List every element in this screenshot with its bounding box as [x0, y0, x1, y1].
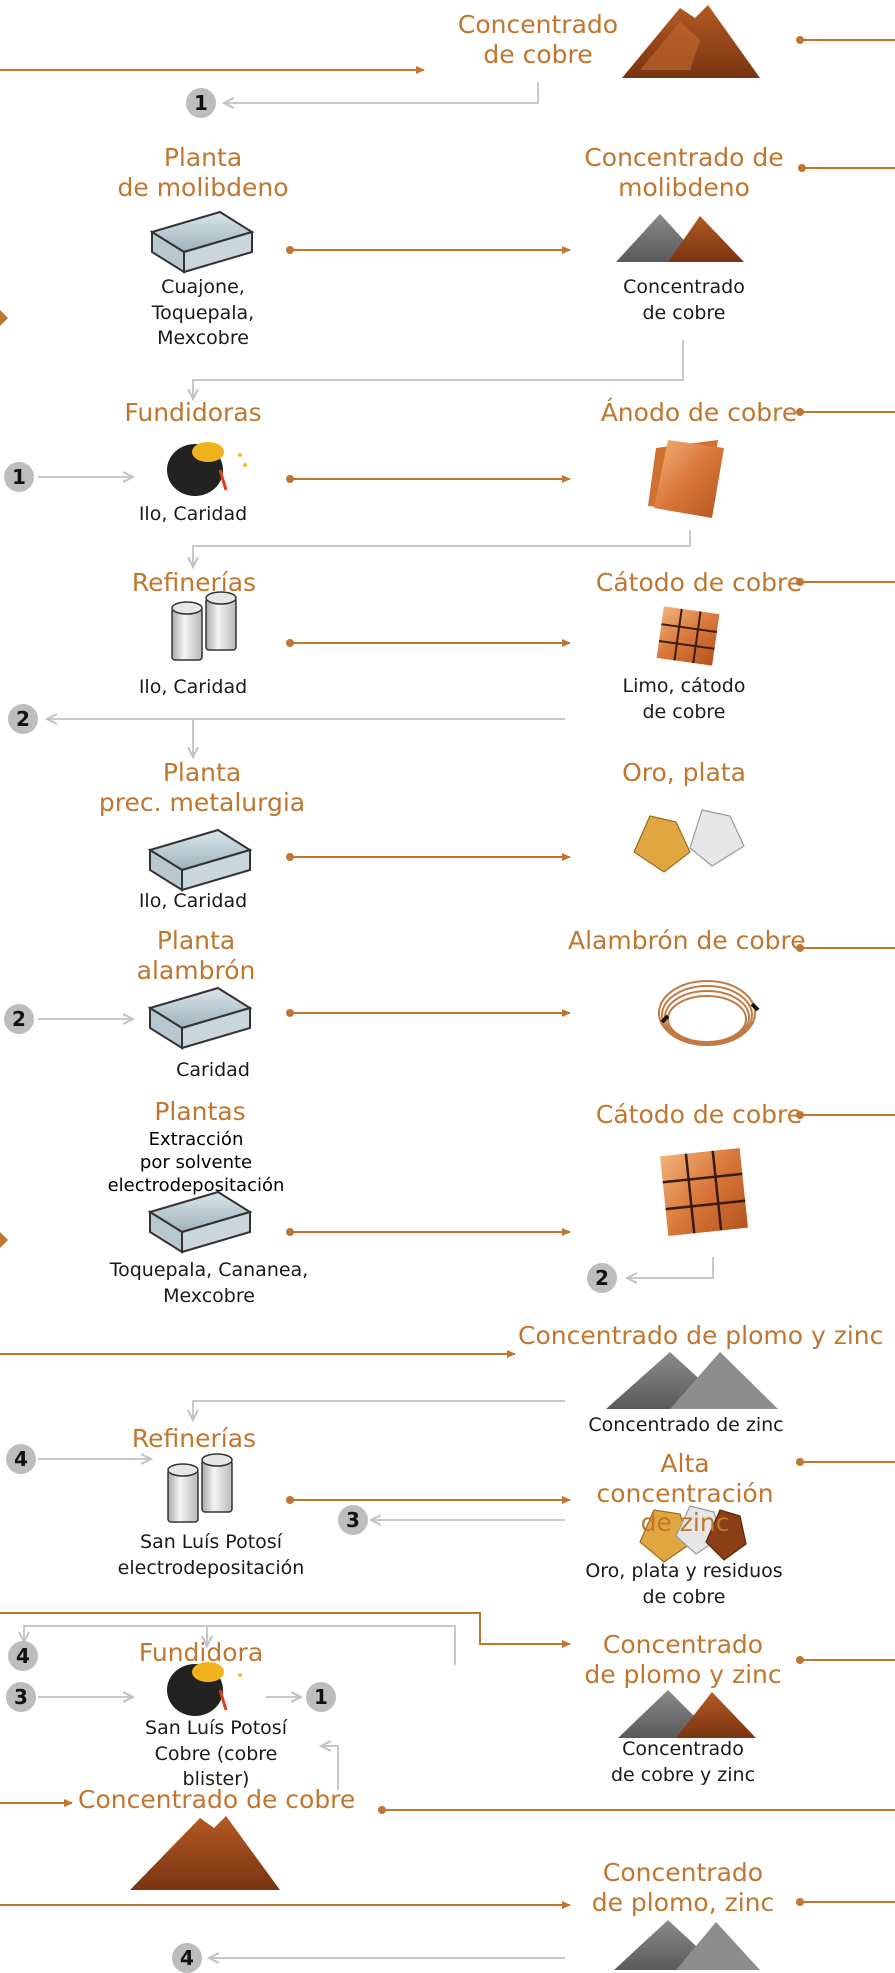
copper-concentrate-icon: [622, 5, 760, 78]
cathode-sub: Limo, cátodo de cobre: [622, 675, 746, 723]
lead-zinc-title: Concentrado de plomo y zinc: [518, 1321, 884, 1350]
cathode-icon-1: [656, 606, 720, 666]
feedback-lines: [24, 82, 714, 1958]
silo-icon-1: [171, 591, 237, 661]
output-lines: [0, 39, 895, 1909]
high-zinc-title: Alta concentración de zinc: [596, 1449, 774, 1537]
badge-4: 4: [172, 1943, 202, 1973]
wire-rod-title: Alambrón de cobre: [568, 926, 806, 955]
slp-smelter-locations: San Luís Potosí Cobre (cobre blister): [145, 1717, 287, 1791]
smelter-icon-1: [167, 442, 247, 496]
refineries-title: Refinerías: [131, 568, 257, 597]
copper-concentrate-title-2: Concentrado de cobre: [78, 1785, 356, 1814]
anode-title: Ánodo de cobre: [600, 398, 798, 427]
molybdenum-concentrate-icon: [616, 214, 744, 262]
gold-silver-icon: [633, 809, 745, 873]
warehouse-icon-2: [147, 828, 253, 892]
high-zinc-sub: Oro, plata y residuos de cobre: [585, 1560, 783, 1608]
refineries-locations: Ilo, Caridad: [138, 676, 248, 698]
wire-rod-plant-location: Caridad: [176, 1059, 250, 1081]
badge-1: 1: [306, 1682, 336, 1712]
sxew-plants-desc: Extracción por solvente electrodepositac…: [107, 1129, 285, 1197]
zinc-refineries-locations: San Luís Potosí electrodepositación: [117, 1531, 305, 1579]
silo-icon-2: [167, 1453, 233, 1523]
cathode-icon-2: [660, 1148, 748, 1236]
slp-smelter-title: Fundidora: [138, 1638, 264, 1667]
wire-rod-plant-title: Planta alambrón: [136, 926, 256, 985]
lead-zinc-concentrate-icon: [606, 1352, 778, 1409]
molybdenum-plant-title: Planta de molibdeno: [117, 143, 289, 202]
slp-lead-zinc-sub: Concentrado de cobre y zinc: [610, 1738, 756, 1786]
copper-concentrate-icon-2: [130, 1816, 280, 1890]
metallurgy-plant-title: Planta prec. metalurgia: [98, 758, 306, 817]
lead-zinc-sub: Concentrado de zinc: [588, 1414, 784, 1436]
side-arrows: [0, 310, 8, 1248]
sxew-plants-title: Plantas: [154, 1097, 246, 1126]
badge-3: 3: [6, 1682, 36, 1712]
gold-silver-copper-icon: [639, 1505, 747, 1563]
slp-lead-zinc-title: Concentrado de plomo y zinc: [584, 1630, 782, 1689]
lead-zinc-title-2: Concentrado de plomo, zinc: [591, 1858, 775, 1917]
zinc-refineries-title: Refinerías: [131, 1424, 257, 1453]
badge-4: 4: [8, 1641, 38, 1671]
smelter-icon-2: [167, 1662, 242, 1716]
badge-1: 1: [186, 88, 216, 118]
smelters-title: Fundidoras: [124, 398, 262, 427]
lead-zinc-concentrate-icon-3: [614, 1920, 760, 1970]
sxew-cathode-title: Cátodo de cobre: [595, 1100, 803, 1129]
cathode-title: Cátodo de cobre: [595, 568, 803, 597]
badge-1: 1: [4, 462, 34, 492]
warehouse-icon-3: [147, 986, 253, 1050]
sxew-plants-locations: Toquepala, Cananea, Mexcobre: [109, 1259, 309, 1307]
badge-3: 3: [338, 1505, 368, 1535]
badge-2: 2: [4, 1004, 34, 1034]
badge-2: 2: [587, 1263, 617, 1293]
line-dots: [286, 36, 806, 1906]
warehouse-icon-4: [147, 1190, 253, 1254]
metallurgy-plant-locations: Ilo, Caridad: [138, 890, 248, 912]
molybdenum-plant-locations: Cuajone, Toquepala, Mexcobre: [151, 276, 255, 350]
copper-coil-icon: [658, 980, 760, 1046]
lead-zinc-concentrate-icon-2: [618, 1690, 756, 1738]
gold-silver-title: Oro, plata: [622, 758, 746, 787]
badge-2: 2: [8, 704, 38, 734]
badge-4: 4: [6, 1444, 36, 1474]
anode-icon: [648, 440, 724, 518]
copper-concentrate-title: Concentrado de cobre: [457, 10, 619, 69]
smelters-locations: Ilo, Caridad: [138, 503, 248, 525]
molybdenum-concentrate-title: Concentrado de molibdeno: [584, 143, 784, 202]
molybdenum-concentrate-sub: Concentrado de cobre: [623, 276, 745, 324]
warehouse-icon-1: [149, 210, 255, 274]
